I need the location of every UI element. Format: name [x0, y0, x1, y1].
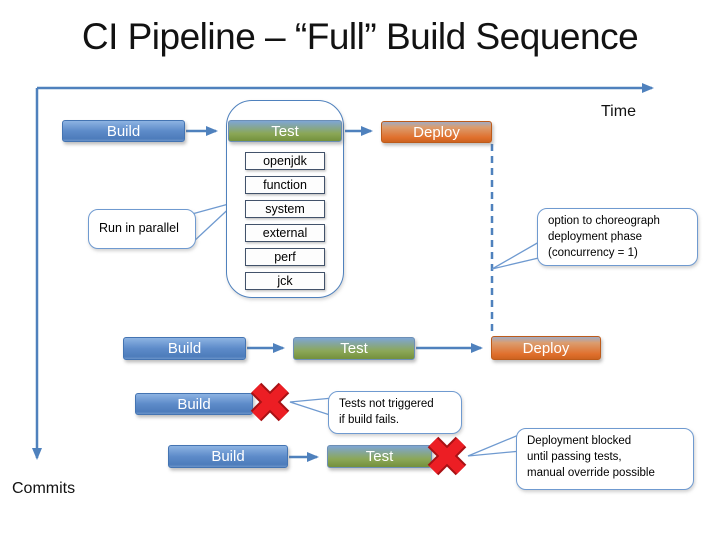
stage-deploy-row2: Deploy	[491, 336, 601, 360]
test-suite-item: openjdk	[245, 152, 325, 170]
callout-line: option to choreograph	[548, 215, 660, 227]
stage-build-row1: Build	[62, 120, 185, 142]
callout-line: until passing tests,	[527, 450, 622, 463]
callout-run-in-parallel: Run in parallel	[88, 209, 196, 249]
callout-line: if build fails.	[339, 413, 400, 426]
stage-test-row1: Test	[228, 120, 342, 142]
test-suite-item: external	[245, 224, 325, 242]
callout-tail-tests-not-triggered	[289, 397, 334, 417]
commits-axis-label: Commits	[12, 480, 76, 497]
test-suite-item: jck	[245, 272, 325, 290]
callout-tail-deployment-blocked	[467, 433, 522, 457]
failure-x-icon	[427, 436, 467, 476]
stage-test-row2: Test	[293, 337, 415, 360]
stage-build-row2: Build	[123, 337, 246, 360]
slide-title: CI Pipeline – “Full” Build Sequence	[81, 16, 639, 57]
callout-line: manual override possible	[527, 466, 655, 479]
callout-line: Run in parallel	[99, 221, 179, 236]
stage-build-row4: Build	[168, 445, 288, 468]
stage-test-row4: Test	[327, 445, 432, 468]
test-suite-item: perf	[245, 248, 325, 266]
callout-line: (concurrency = 1)	[548, 246, 638, 259]
test-suite-item: system	[245, 200, 325, 218]
callout-choreograph-deployment: option to choreograph deployment phase (…	[537, 208, 698, 266]
callout-tests-not-triggered: Tests not triggered if build fails.	[328, 391, 462, 434]
stage-build-row3: Build	[135, 393, 253, 415]
stage-deploy-row1: Deploy	[381, 121, 492, 143]
callout-line: Tests not triggered	[339, 398, 434, 410]
failure-x-icon	[250, 382, 290, 422]
time-axis-label: Time	[601, 103, 636, 120]
callout-line: Deployment blocked	[527, 435, 632, 447]
test-suite-item: function	[245, 176, 325, 194]
callout-deployment-blocked: Deployment blocked until passing tests, …	[516, 428, 694, 490]
callout-line: deployment phase	[548, 230, 642, 243]
